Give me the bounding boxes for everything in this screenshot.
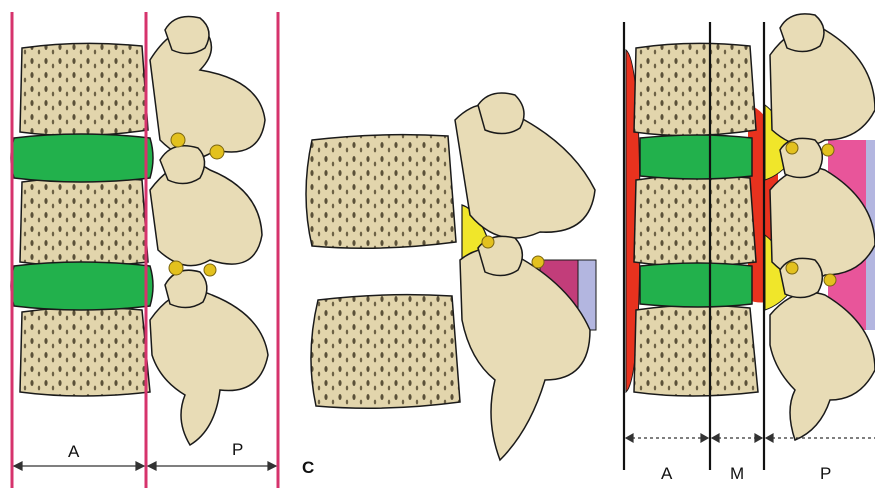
- right-posterior-processes: [770, 14, 875, 440]
- right-dimension-arrows: [626, 434, 875, 442]
- panel-right: [624, 14, 875, 470]
- left-posterior-label: P: [232, 440, 243, 460]
- panel-c-label: C: [302, 458, 314, 478]
- vertebral-bodies: [20, 43, 150, 396]
- right-vertebral-bodies: [634, 43, 758, 396]
- middle-vertebral-bodies: [306, 135, 460, 409]
- panel-left: [11, 12, 278, 488]
- posterior-processes: [150, 17, 268, 446]
- panel-middle: [306, 93, 596, 460]
- left-anterior-label: A: [68, 442, 79, 462]
- right-middle-label: M: [730, 464, 744, 484]
- right-anterior-label: A: [661, 464, 672, 484]
- right-posterior-label: P: [820, 464, 831, 484]
